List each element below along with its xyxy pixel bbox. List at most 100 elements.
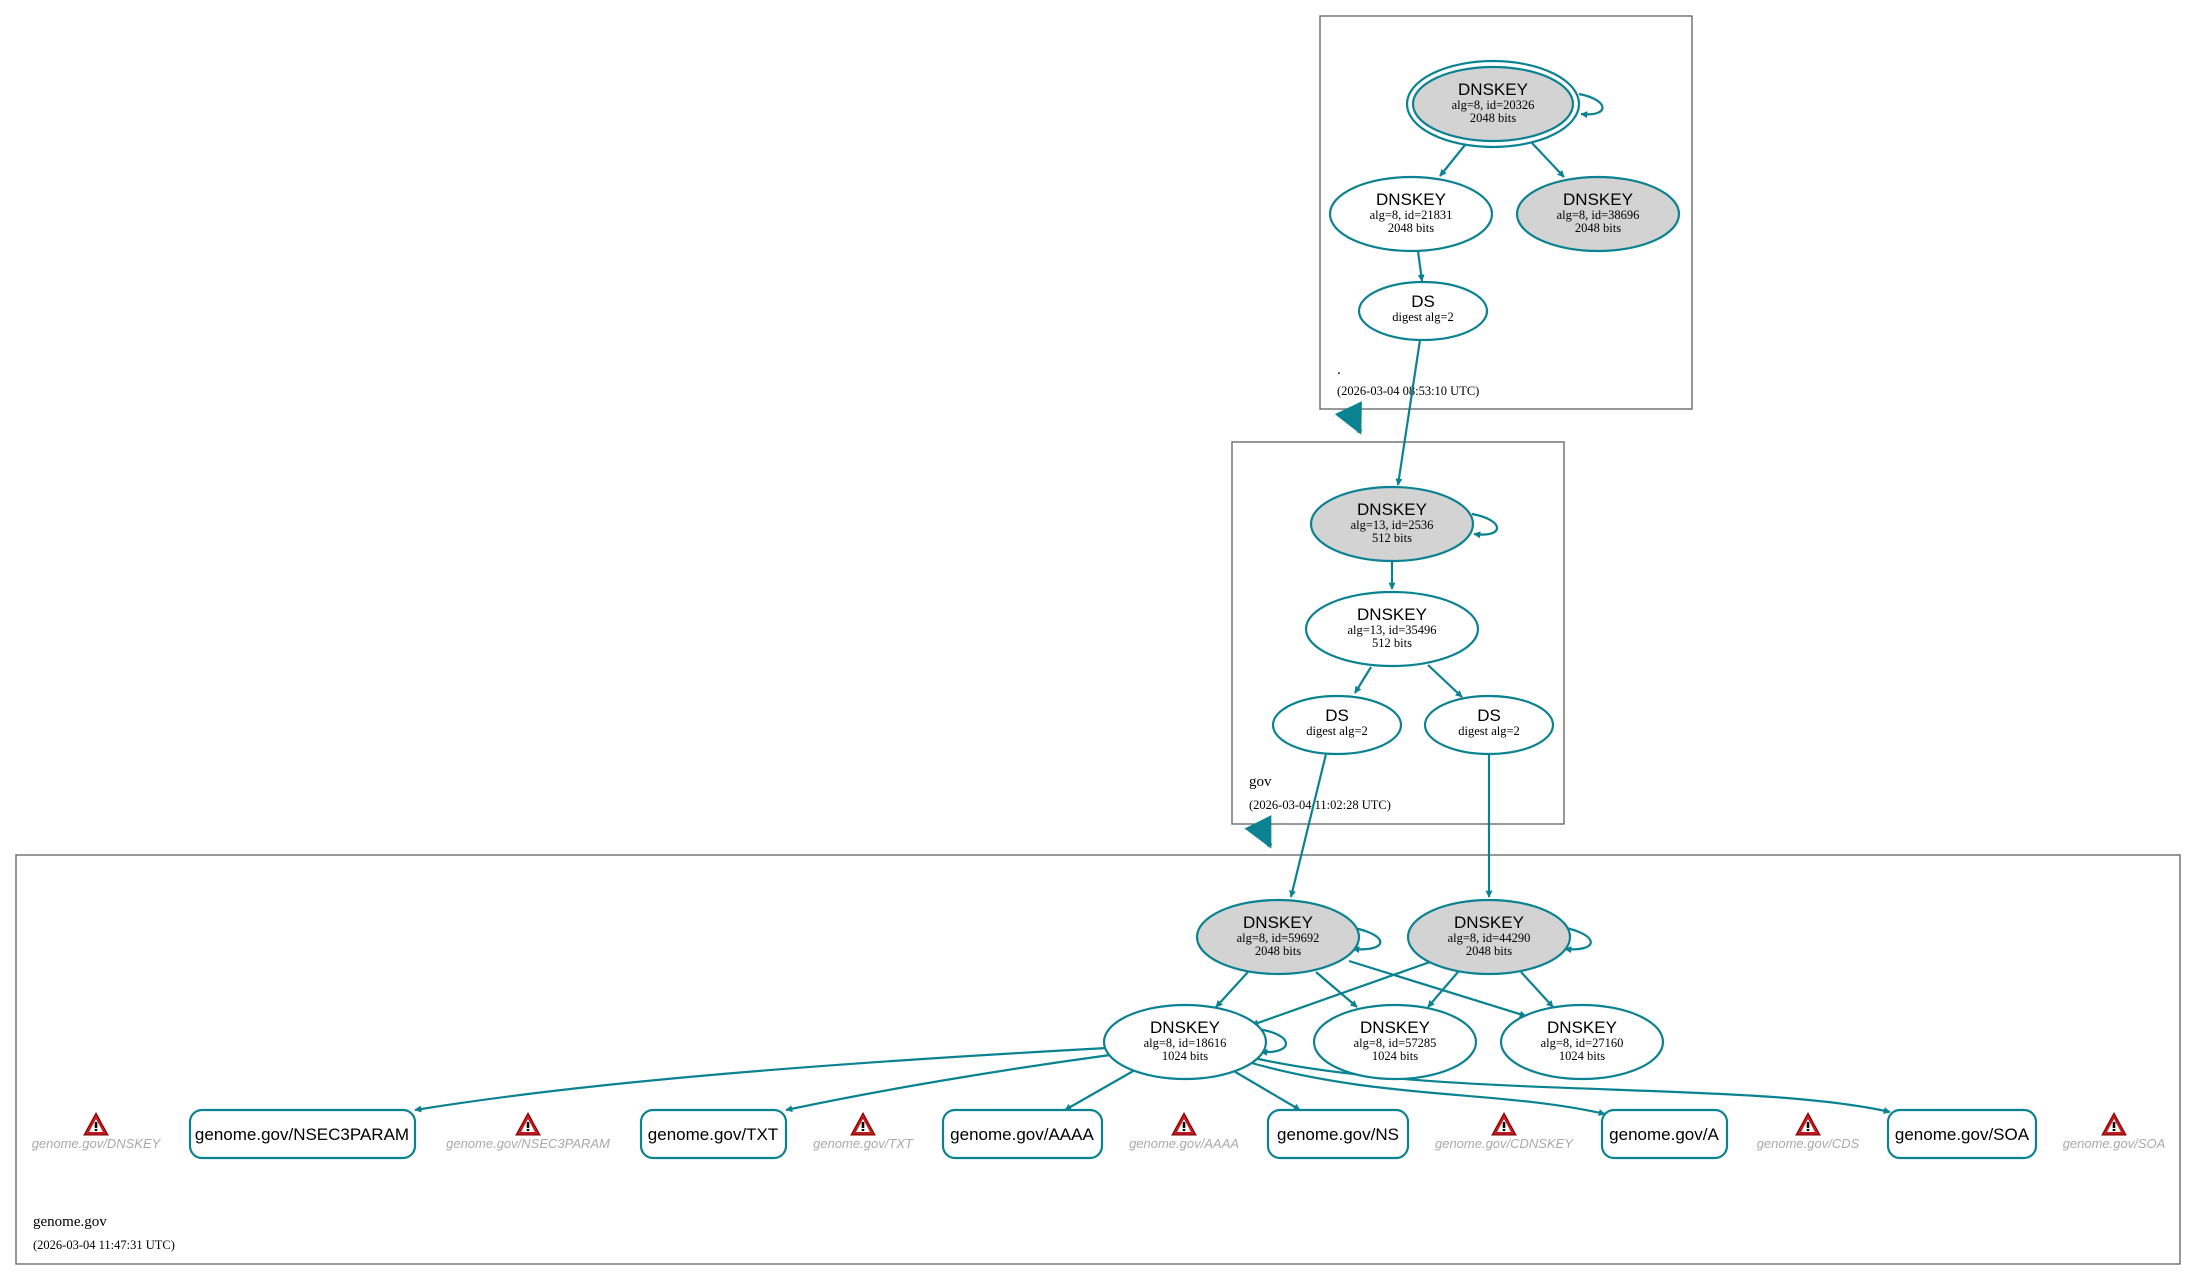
rrset-label: genome.gov/NS bbox=[1277, 1125, 1399, 1144]
zone-gov-timestamp: (2026-03-04 11:02:28 UTC) bbox=[1249, 798, 1391, 812]
edge-root-zsk-ds bbox=[1416, 250, 1425, 282]
warning-txt[interactable]: genome.gov/TXT bbox=[813, 1111, 914, 1151]
node-size: 2048 bits bbox=[1255, 944, 1301, 958]
warning-label: genome.gov/DNSKEY bbox=[32, 1136, 162, 1151]
zsk-ellipse bbox=[1328, 175, 1494, 253]
dnskey-node-genome-44290[interactable]: DNSKEY alg=8, id=44290 2048 bits bbox=[1406, 898, 1572, 976]
node-params: digest alg=2 bbox=[1458, 724, 1520, 738]
dnskey-node-root-20326[interactable]: DNSKEY alg=8, id=20326 2048 bits bbox=[1405, 59, 1581, 149]
rrset-box bbox=[1886, 1108, 2038, 1160]
node-params: alg=8, id=59692 bbox=[1237, 931, 1320, 945]
rrset-box bbox=[188, 1108, 417, 1160]
rrset-txt[interactable]: genome.gov/TXT bbox=[639, 1108, 788, 1160]
node-size: 1024 bits bbox=[1372, 1049, 1418, 1063]
rrset-box bbox=[1600, 1108, 1729, 1160]
warning-dnskey[interactable]: genome.gov/DNSKEY bbox=[32, 1111, 162, 1151]
edge-gen-zsk-nsec3param bbox=[414, 1046, 1108, 1113]
ds-ellipse bbox=[1423, 694, 1555, 756]
node-title: DNSKEY bbox=[1150, 1018, 1220, 1037]
key-ellipse bbox=[1312, 1003, 1478, 1081]
zone-genome-name: genome.gov bbox=[33, 1214, 107, 1230]
rrset-box bbox=[1266, 1108, 1410, 1160]
rrset-label: genome.gov/AAAA bbox=[950, 1125, 1094, 1144]
edge-gen-ksk1-k4 bbox=[1348, 959, 1527, 1018]
node-size: 1024 bits bbox=[1162, 1049, 1208, 1063]
node-params: digest alg=2 bbox=[1306, 724, 1368, 738]
zone-gov: gov (2026-03-04 11:02:28 UTC) bbox=[1231, 441, 1565, 825]
edge-root-ds-gov-ksk bbox=[1395, 339, 1422, 486]
node-title: DNSKEY bbox=[1563, 190, 1633, 209]
warning-icon bbox=[83, 1111, 109, 1136]
ksk-ellipse bbox=[1515, 175, 1681, 253]
zone-gov-box bbox=[1231, 441, 1565, 825]
edge-root-ksk-zsk bbox=[1439, 144, 1466, 177]
rrset-nsec3param[interactable]: genome.gov/NSEC3PARAM bbox=[188, 1108, 417, 1160]
edge-gen-zsk-self bbox=[1256, 1027, 1288, 1056]
node-title: DS bbox=[1325, 706, 1349, 725]
zsk-ellipse bbox=[1102, 1003, 1268, 1081]
node-size: 512 bits bbox=[1372, 531, 1412, 545]
edges bbox=[414, 92, 1891, 1117]
zone-root-box bbox=[1319, 15, 1693, 410]
node-params: alg=8, id=38696 bbox=[1557, 208, 1640, 222]
dnskey-node-root-21831[interactable]: DNSKEY alg=8, id=21831 2048 bits bbox=[1328, 175, 1494, 253]
ds-node-root[interactable]: DS digest alg=2 bbox=[1357, 280, 1489, 342]
dnskey-node-genome-18616[interactable]: DNSKEY alg=8, id=18616 1024 bits bbox=[1102, 1003, 1268, 1081]
ksk-ellipse bbox=[1309, 485, 1475, 563]
rrset-soa[interactable]: genome.gov/SOA bbox=[1886, 1108, 2038, 1160]
zone-root-name: . bbox=[1337, 362, 1341, 378]
edge-gen-ksk1-zsk bbox=[1215, 971, 1249, 1008]
dnskey-node-genome-59692[interactable]: DNSKEY alg=8, id=59692 2048 bits bbox=[1195, 898, 1361, 976]
edge-gen-zsk-ns bbox=[1231, 1069, 1301, 1111]
node-params: digest alg=2 bbox=[1392, 310, 1454, 324]
dnskey-node-genome-57285[interactable]: DNSKEY alg=8, id=57285 1024 bits bbox=[1312, 1003, 1478, 1081]
rrset-box bbox=[639, 1108, 788, 1160]
rrset-aaaa[interactable]: genome.gov/AAAA bbox=[941, 1108, 1104, 1160]
zone-genome-box bbox=[15, 854, 2181, 1265]
rrset-ns[interactable]: genome.gov/NS bbox=[1266, 1108, 1410, 1160]
warning-label: genome.gov/CDNSKEY bbox=[1435, 1136, 1574, 1151]
rrset-a[interactable]: genome.gov/A bbox=[1600, 1108, 1729, 1160]
delegation-arrow-root-gov bbox=[1334, 401, 1363, 435]
node-params: alg=8, id=20326 bbox=[1452, 98, 1535, 112]
warning-soa[interactable]: genome.gov/SOA bbox=[2063, 1111, 2166, 1151]
edge-gen-zsk-a bbox=[1247, 1060, 1606, 1117]
dnskey-node-gov-2536[interactable]: DNSKEY alg=13, id=2536 512 bits bbox=[1309, 485, 1475, 563]
node-params: alg=8, id=27160 bbox=[1541, 1036, 1624, 1050]
warning-aaaa[interactable]: genome.gov/AAAA bbox=[1129, 1111, 1239, 1151]
warning-cdnskey[interactable]: genome.gov/CDNSKEY bbox=[1435, 1111, 1574, 1151]
ds-node-gov-1[interactable]: DS digest alg=2 bbox=[1271, 694, 1403, 756]
dnskey-node-genome-27160[interactable]: DNSKEY alg=8, id=27160 1024 bits bbox=[1499, 1003, 1665, 1081]
ds-node-gov-2[interactable]: DS digest alg=2 bbox=[1423, 694, 1555, 756]
edge-gen-zsk-soa bbox=[1253, 1056, 1891, 1115]
edge-gov-zsk-ds1 bbox=[1354, 666, 1372, 694]
node-params: alg=8, id=57285 bbox=[1354, 1036, 1437, 1050]
node-title: DS bbox=[1477, 706, 1501, 725]
warning-nsec3param[interactable]: genome.gov/NSEC3PARAM bbox=[446, 1111, 610, 1151]
delegation-arrow-gov-genome bbox=[1244, 815, 1273, 849]
node-params: alg=13, id=35496 bbox=[1347, 623, 1436, 637]
node-size: 2048 bits bbox=[1388, 221, 1434, 235]
node-title: DS bbox=[1411, 292, 1435, 311]
edge-gen-zsk-txt bbox=[785, 1053, 1111, 1113]
edge-gen-ksk2-self bbox=[1560, 925, 1592, 954]
node-title: DNSKEY bbox=[1357, 500, 1427, 519]
dnskey-node-root-38696[interactable]: DNSKEY alg=8, id=38696 2048 bits bbox=[1515, 175, 1681, 253]
dnskey-node-gov-35496[interactable]: DNSKEY alg=13, id=35496 512 bits bbox=[1304, 590, 1480, 668]
rrset-box bbox=[941, 1108, 1104, 1160]
ds-ellipse bbox=[1357, 280, 1489, 342]
warning-cds[interactable]: genome.gov/CDS bbox=[1757, 1111, 1860, 1151]
node-params: alg=8, id=18616 bbox=[1144, 1036, 1227, 1050]
node-size: 512 bits bbox=[1372, 636, 1412, 650]
node-params: alg=8, id=44290 bbox=[1448, 931, 1531, 945]
warning-label: genome.gov/CDS bbox=[1757, 1136, 1860, 1151]
key-ellipse bbox=[1499, 1003, 1665, 1081]
edge-gen-zsk-aaaa bbox=[1064, 1069, 1136, 1111]
node-size: 1024 bits bbox=[1559, 1049, 1605, 1063]
zsk-ellipse bbox=[1304, 590, 1480, 668]
rrset-label: genome.gov/A bbox=[1609, 1125, 1719, 1144]
node-title: DNSKEY bbox=[1243, 913, 1313, 932]
warning-icon bbox=[850, 1111, 876, 1136]
node-size: 2048 bits bbox=[1466, 944, 1512, 958]
